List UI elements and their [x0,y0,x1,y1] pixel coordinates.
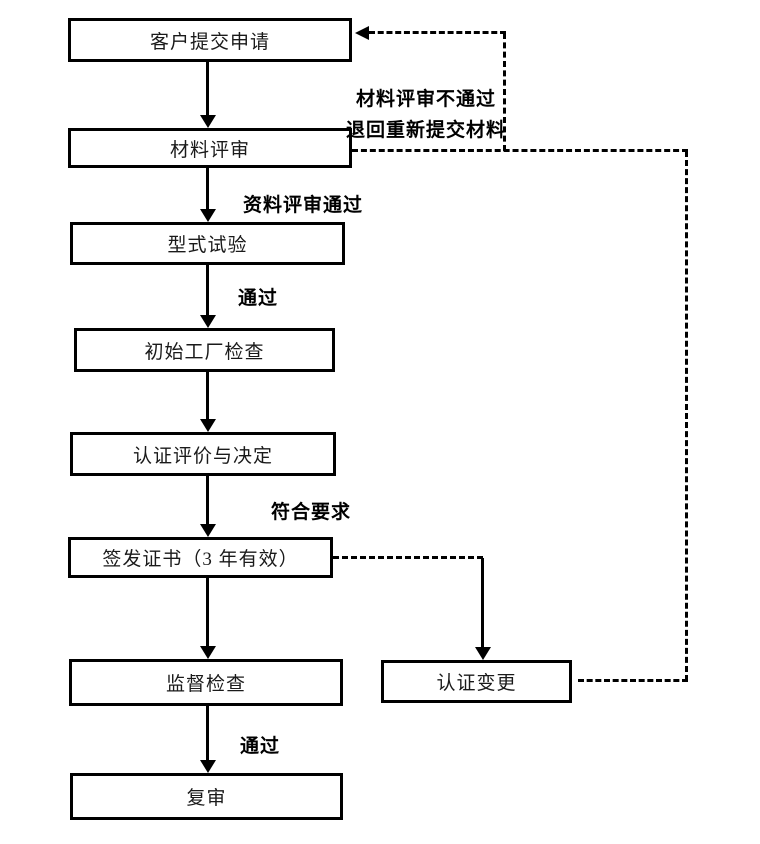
arrow-down-icon [200,646,216,659]
flow-box-label: 复审 [186,788,227,809]
dashed-line-fail-horizontal [369,31,506,34]
arrow-down-icon [200,419,216,432]
flow-box-label: 初始工厂检查 [144,341,265,363]
arrow-down-icon [200,115,216,128]
edge-label-type-test-pass: 通过 [238,288,279,309]
arrow-shaft-2 [206,168,209,209]
arrow-shaft-3 [206,265,209,315]
dashed-line-loop-bottom [578,679,688,682]
arrow-left-icon [355,26,369,40]
flow-box-label: 认证评价与决定 [132,445,273,467]
flow-box-supervision-inspection: 监督检查 [69,659,343,706]
arrow-down-icon [475,647,491,660]
edge-label-supervision-pass: 通过 [240,736,281,757]
arrow-down-icon [200,760,216,773]
arrow-shaft-5 [206,476,209,524]
arrow-shaft-1 [206,62,209,115]
dashed-line-loop-top [352,149,688,152]
flow-box-label: 型式试验 [167,235,248,256]
flow-box-label: 监督检查 [165,674,246,695]
arrow-shaft-4 [206,372,209,419]
flow-box-customer-application: 客户提交申请 [68,18,352,62]
arrow-shaft-6 [206,578,209,646]
arrow-down-icon [200,209,216,222]
flow-box-label: 签发证书（3 年有效） [102,549,299,570]
dashed-line-certificate-branch [333,556,483,559]
flow-box-material-review: 材料评审 [68,128,352,168]
flow-box-evaluation-and-decision: 认证评价与决定 [70,432,336,476]
edge-label-material-review-fail: 材料评审不通过 退回重新提交材料 [338,84,514,146]
edge-label-line: 材料评审不通过 [355,89,496,110]
arrow-shaft-7 [206,706,209,760]
flow-box-issue-certificate: 签发证书（3 年有效） [68,537,333,578]
edge-label-data-review-pass: 资料评审通过 [243,195,364,216]
arrow-down-icon [200,524,216,537]
edge-label-meet-requirements: 符合要求 [271,502,352,523]
flow-box-label: 材料评审 [169,139,250,161]
arrow-down-icon [200,315,216,328]
flow-box-label: 认证变更 [436,673,517,694]
arrow-shaft-to-certification-change [481,558,484,647]
edge-label-line: 退回重新提交材料 [345,120,506,141]
flow-box-label: 客户提交申请 [149,31,270,53]
flow-box-initial-factory-inspection: 初始工厂检查 [74,328,335,372]
dashed-line-fail-vertical [503,33,506,151]
flow-box-re-examination: 复审 [70,773,343,820]
dashed-line-loop-right [685,151,688,681]
flow-box-type-test: 型式试验 [70,222,345,265]
flow-box-certification-change: 认证变更 [381,660,572,703]
